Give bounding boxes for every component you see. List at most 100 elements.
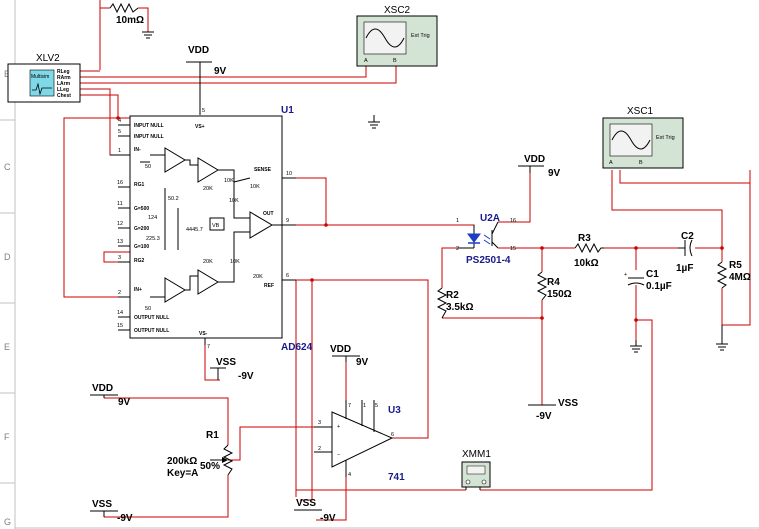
svg-text:G=200: G=200 xyxy=(134,226,149,232)
r2-name: R2 xyxy=(446,290,459,301)
svg-text:−: − xyxy=(337,452,340,458)
svg-text:20K: 20K xyxy=(203,186,213,192)
vdd-supply-u2a: VDD 9V xyxy=(518,154,561,179)
u2a-part: PS2501-4 xyxy=(466,255,511,266)
svg-text:20K: 20K xyxy=(253,274,263,280)
ground-symbol-mid xyxy=(368,115,380,129)
capacitor-c2[interactable]: C2 1µF xyxy=(676,231,694,274)
svg-text:124: 124 xyxy=(148,215,157,221)
u2a-name: U2A xyxy=(480,213,500,224)
shunt-resistor[interactable]: 10mΩ xyxy=(109,2,144,26)
svg-text:10K: 10K xyxy=(224,178,234,184)
svg-text:225.3: 225.3 xyxy=(146,236,160,242)
svg-text:14: 14 xyxy=(117,310,123,316)
xlv2-name: XLV2 xyxy=(36,53,60,64)
xlv2-pin-rarm: RArm xyxy=(57,75,71,81)
xlv2-pin-lleg: LLeg xyxy=(57,87,69,93)
svg-text:15: 15 xyxy=(117,323,123,329)
svg-text:10K: 10K xyxy=(250,184,260,190)
potentiometer-r1[interactable]: R1 200kΩ Key=A 50% xyxy=(167,430,234,479)
ground-symbol-r5 xyxy=(716,325,728,351)
vss-r4-value: -9V xyxy=(536,411,552,422)
svg-text:IN-: IN- xyxy=(134,147,141,153)
r4-name: R4 xyxy=(547,277,560,288)
svg-text:OUTPUT NULL: OUTPUT NULL xyxy=(134,328,169,334)
svg-text:RG2: RG2 xyxy=(134,258,145,264)
vss-left-name: VSS xyxy=(92,499,112,510)
xsc2-oscilloscope[interactable]: XSC2 Ext Trig A B xyxy=(356,5,438,67)
u1-internal-circuit: VB 50 50 20K 20K 10K 10K 10K 20K 50.2 12… xyxy=(140,147,282,312)
svg-text:1: 1 xyxy=(118,148,121,154)
vdd-supply-top: VDD 9V xyxy=(186,45,227,115)
xsc1-oscilloscope[interactable]: XSC1 Ext Trig A B xyxy=(602,106,684,169)
resistor-r3[interactable]: R3 10kΩ xyxy=(574,233,604,269)
r4-value: 150Ω xyxy=(547,289,572,300)
ground-symbol-top xyxy=(142,31,154,39)
xmm1-multimeter[interactable]: XMM1 xyxy=(461,449,491,490)
u2a-optocoupler[interactable]: U2A 1 2 16 15 PS2501-4 xyxy=(456,213,516,266)
u3-part: 741 xyxy=(388,472,405,483)
xmm1-name: XMM1 xyxy=(462,449,491,460)
svg-text:5: 5 xyxy=(375,403,378,409)
row-label-e: E xyxy=(4,342,10,352)
vdd-r1-name: VDD xyxy=(92,383,113,394)
xsc2-ch-b: B xyxy=(393,58,397,64)
svg-text:50: 50 xyxy=(145,306,151,312)
svg-text:11: 11 xyxy=(117,201,123,207)
vdd-top-name: VDD xyxy=(188,45,209,56)
vss-u1-value: -9V xyxy=(238,371,254,382)
xsc2-ch-a: A xyxy=(364,58,368,64)
capacitor-c1[interactable]: + C1 0.1µF xyxy=(624,269,672,292)
svg-text:50.2: 50.2 xyxy=(168,196,179,202)
row-label-b: B xyxy=(4,69,10,79)
xlv2-pin-chest: Chest xyxy=(57,93,71,99)
vdd-top-value: 9V xyxy=(214,66,227,77)
svg-text:1: 1 xyxy=(363,403,366,409)
resistor-r2[interactable]: R2 3.5kΩ xyxy=(436,287,473,319)
xsc2-name: XSC2 xyxy=(384,5,411,16)
row-label-d: D xyxy=(4,252,11,262)
svg-text:+: + xyxy=(624,272,627,278)
vdd-r1-value: 9V xyxy=(118,397,131,408)
svg-text:20K: 20K xyxy=(203,259,213,265)
c1-value: 0.1µF xyxy=(646,281,672,292)
u1-instrumentation-amp[interactable]: U1 AD624 4 INPUT NULL 5 INPUT NULL 1 IN-… xyxy=(110,105,313,353)
vss-supply-u1: VSS -9V xyxy=(210,357,254,382)
u3-name: U3 xyxy=(388,405,401,416)
vss-left-value: -9V xyxy=(117,513,133,524)
vss-u1-name: VSS xyxy=(216,357,236,368)
svg-text:RG1: RG1 xyxy=(134,182,145,188)
vss-supply-r4: VSS -9V xyxy=(528,398,578,422)
row-label-g: G xyxy=(4,517,11,527)
resistor-r4[interactable]: R4 150Ω xyxy=(536,271,572,301)
r1-name: R1 xyxy=(206,430,219,441)
svg-text:4: 4 xyxy=(118,118,121,124)
svg-text:6: 6 xyxy=(391,432,394,438)
row-label-c: C xyxy=(4,162,11,172)
svg-text:G=100: G=100 xyxy=(134,244,149,250)
xlv2-instrument[interactable]: XLV2 Multisim RLeg RArm LArm LLeg Chest xyxy=(7,53,81,103)
vdd-u3-name: VDD xyxy=(330,344,351,355)
svg-text:10K: 10K xyxy=(230,259,240,265)
resistor-r5[interactable]: R5 4MΩ xyxy=(716,260,751,289)
vss-supply-left: VSS -9V xyxy=(90,499,133,524)
u3-opamp-741[interactable]: + − 7 1 5 3 2 4 6 U3 741 xyxy=(314,400,405,483)
u1-name: U1 xyxy=(281,105,294,116)
svg-text:10: 10 xyxy=(286,171,292,177)
r2-value: 3.5kΩ xyxy=(446,302,473,313)
xsc1-name: XSC1 xyxy=(627,106,654,117)
svg-text:3: 3 xyxy=(318,420,321,426)
svg-text:7: 7 xyxy=(348,403,351,409)
svg-text:7: 7 xyxy=(207,344,210,350)
shunt-value: 10mΩ xyxy=(116,15,144,26)
xlv2-pin-larm: LArm xyxy=(57,81,71,87)
svg-text:VB: VB xyxy=(212,223,220,229)
vdd-u2a-name: VDD xyxy=(524,154,545,165)
svg-text:1: 1 xyxy=(456,218,459,224)
r5-value: 4MΩ xyxy=(729,272,751,283)
svg-text:16: 16 xyxy=(117,180,123,186)
svg-text:9: 9 xyxy=(286,218,289,224)
svg-text:16: 16 xyxy=(510,218,516,224)
